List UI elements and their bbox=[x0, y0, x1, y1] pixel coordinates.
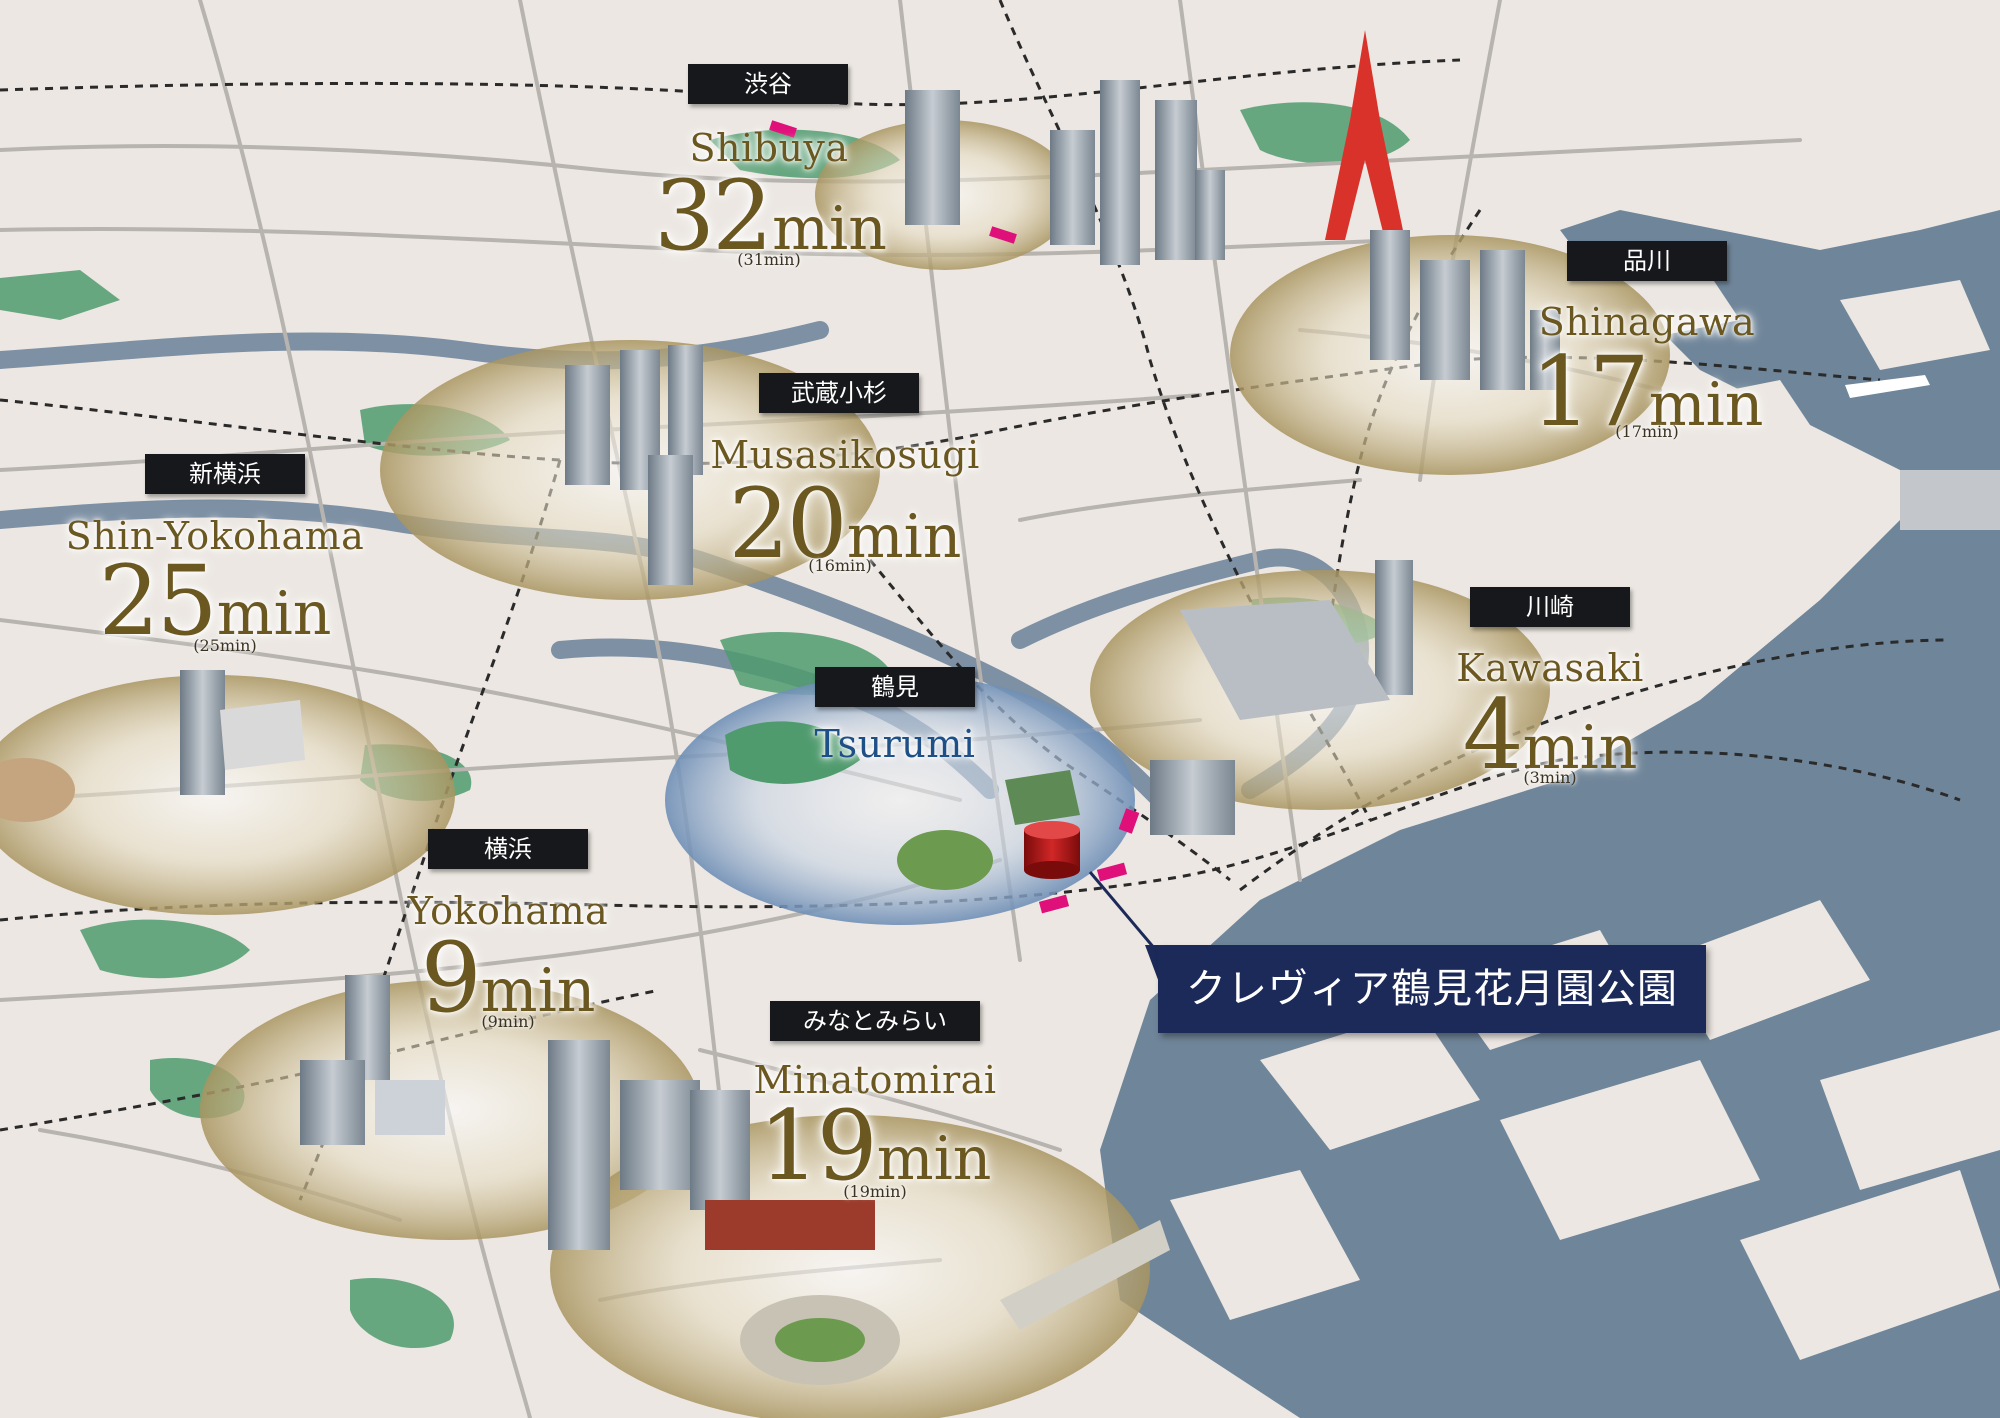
travel-time-unit: min bbox=[1522, 713, 1638, 783]
travel-time-yokohama: 9min bbox=[388, 930, 628, 1026]
property-marker bbox=[1024, 821, 1080, 879]
station-name-kawasaki: Kawasaki bbox=[1456, 646, 1644, 690]
station-label-jp-musashikosugi: 武蔵小杉 bbox=[759, 373, 919, 413]
halo-shinyokohama bbox=[0, 675, 455, 915]
travel-time-value: 20 bbox=[728, 468, 848, 580]
travel-time-value: 17 bbox=[1530, 336, 1650, 448]
travel-time-unit: min bbox=[216, 579, 332, 649]
travel-time-sub-musashikosugi: (16min) bbox=[808, 556, 872, 575]
station-label-jp-shinagawa: 品川 bbox=[1567, 241, 1727, 281]
station-name-tsurumi: Tsurumi bbox=[814, 722, 976, 766]
travel-time-value: 9 bbox=[420, 922, 482, 1034]
station-label-jp-tsurumi: 鶴見 bbox=[815, 667, 975, 707]
tokyo-bay bbox=[1100, 470, 2000, 1418]
travel-time-unit: min bbox=[846, 502, 962, 572]
station-label-jp-shibuya: 渋谷 bbox=[688, 64, 848, 104]
station-name-minatomirai: Minatomirai bbox=[753, 1058, 997, 1102]
station-label-jp-shinyokohama: 新横浜 bbox=[145, 454, 305, 494]
station-label-jp-minatomirai: みなとみらい bbox=[770, 1001, 980, 1041]
station-name-shinyokohama: Shin-Yokohama bbox=[65, 514, 365, 558]
travel-time-kawasaki: 4min bbox=[1440, 687, 1660, 783]
travel-time-sub-minatomirai: (19min) bbox=[843, 1182, 907, 1201]
travel-time-unit: min bbox=[1648, 370, 1764, 440]
travel-time-value: 4 bbox=[1462, 679, 1524, 791]
travel-time-shibuya: 32min bbox=[654, 168, 887, 264]
travel-time-sub-shinagawa: (17min) bbox=[1615, 422, 1679, 441]
station-markers bbox=[769, 120, 1140, 914]
travel-time-value: 32 bbox=[654, 160, 773, 272]
station-name-shinagawa: Shinagawa bbox=[1538, 300, 1756, 344]
travel-time-shinyokohama: 25min bbox=[75, 553, 355, 649]
travel-time-unit: min bbox=[772, 194, 887, 264]
tokyo-tower-icon bbox=[1325, 30, 1405, 240]
travel-time-shinagawa: 17min bbox=[1527, 344, 1767, 440]
travel-time-value: 25 bbox=[98, 545, 218, 657]
station-name-yokohama: Yokohama bbox=[407, 889, 609, 933]
property-name-label: クレヴィア鶴見花月園公園 bbox=[1158, 945, 1706, 1033]
station-name-shibuya: Shibuya bbox=[689, 126, 849, 170]
travel-time-musashikosugi: 20min bbox=[700, 476, 990, 572]
travel-time-sub-kawasaki: (3min) bbox=[1523, 768, 1577, 787]
property-pointer-line bbox=[1088, 871, 1162, 956]
station-label-jp-yokohama: 横浜 bbox=[428, 829, 588, 869]
travel-time-value: 19 bbox=[758, 1090, 878, 1202]
travel-time-sub-shinyokohama: (25min) bbox=[193, 636, 257, 655]
station-name-musashikosugi: Musasikosugi bbox=[710, 433, 980, 477]
travel-time-sub-yokohama: (9min) bbox=[481, 1012, 535, 1031]
landmark-buildings bbox=[0, 30, 2000, 1385]
travel-time-sub-shibuya: (31min) bbox=[737, 250, 801, 269]
travel-time-unit: min bbox=[480, 956, 596, 1026]
station-label-jp-kawasaki: 川崎 bbox=[1470, 587, 1630, 627]
travel-time-minatomirai: 19min bbox=[740, 1098, 1010, 1194]
travel-time-unit: min bbox=[876, 1124, 992, 1194]
